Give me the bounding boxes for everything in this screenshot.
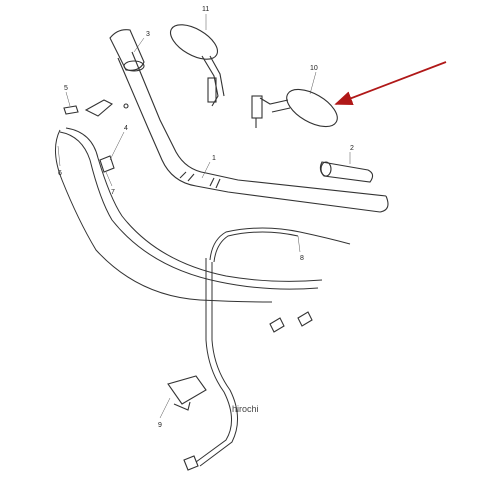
callout-2: 2 — [350, 145, 354, 152]
callout-3: 3 — [146, 31, 150, 38]
lever-bracket — [63, 99, 129, 117]
callout-4: 4 — [124, 125, 128, 132]
right-grip — [319, 161, 374, 183]
left-mirror — [170, 24, 225, 107]
callout-7: 7 — [111, 189, 115, 196]
pointer-arrow — [334, 61, 447, 105]
callout-10: 10 — [310, 65, 318, 72]
leader-lines — [57, 14, 351, 419]
callout-11: 11 — [202, 6, 209, 13]
callout-9: 9 — [158, 422, 162, 429]
callout-8: 8 — [300, 255, 304, 262]
callout-6: 6 — [58, 170, 62, 177]
watermark: hirochi — [232, 404, 259, 414]
left-grip — [109, 29, 145, 72]
right-mirror — [251, 88, 338, 128]
handlebar — [117, 51, 389, 213]
callout-5: 5 — [64, 85, 68, 92]
callout-1: 1 — [212, 155, 216, 162]
cables — [55, 127, 351, 471]
